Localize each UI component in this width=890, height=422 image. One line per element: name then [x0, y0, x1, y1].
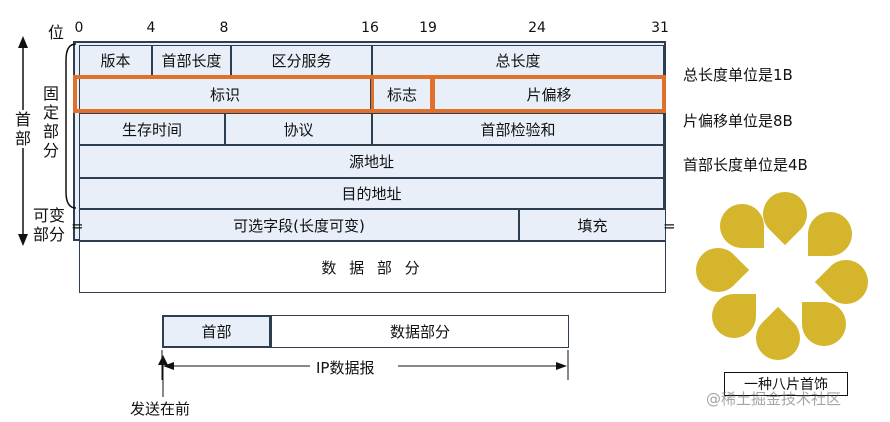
bit-31: 31 — [651, 20, 669, 36]
note-fragment-offset: 片偏移单位是8B — [683, 112, 793, 130]
data-part-field: 数 据 部 分 — [79, 241, 666, 293]
bit-8: 8 — [219, 20, 229, 36]
decoration-flower — [686, 182, 880, 372]
fixed-part-label: 固定部分 — [42, 84, 59, 160]
watermark: @稀土掘金技术社区 — [706, 390, 842, 408]
padding-field: 填充 — [519, 209, 666, 241]
header-side-label: 首部 — [14, 110, 32, 148]
break-marker-left: = — [71, 217, 84, 235]
position-label: 位 — [48, 23, 65, 42]
highlight-offset — [432, 75, 666, 113]
service-field: 区分服务 — [231, 45, 372, 76]
decoration-caption: 一种八片首饰 — [724, 372, 848, 396]
bit-24: 24 — [528, 20, 546, 36]
send-first-arrow — [158, 355, 168, 397]
highlight-flags — [371, 75, 433, 113]
send-first-label: 发送在前 — [130, 400, 191, 418]
destination-address-field: 目的地址 — [79, 178, 664, 209]
options-field: 可选字段(长度可变) — [79, 209, 519, 241]
protocol-field: 协议 — [225, 113, 372, 145]
ttl-field: 生存时间 — [79, 113, 225, 145]
datagram-header-box: 首部 — [162, 315, 271, 348]
datagram-arrows — [161, 350, 569, 380]
datagram-label: IP数据报 — [316, 359, 375, 377]
bit-0: 0 — [74, 20, 84, 36]
bit-16: 16 — [361, 20, 379, 36]
checksum-field: 首部检验和 — [372, 113, 664, 145]
total-length-field: 总长度 — [372, 45, 664, 76]
header-length-field: 首部长度 — [152, 45, 231, 76]
source-address-field: 源地址 — [79, 145, 664, 178]
bit-19: 19 — [419, 20, 437, 36]
variable-part-label: 可变部分 — [33, 206, 66, 244]
break-marker-right: = — [663, 217, 676, 235]
bit-4: 4 — [146, 20, 156, 36]
datagram-data-box: 数据部分 — [271, 315, 569, 348]
note-total-length: 总长度单位是1B — [683, 66, 793, 84]
note-header-length: 首部长度单位是4B — [683, 156, 808, 174]
